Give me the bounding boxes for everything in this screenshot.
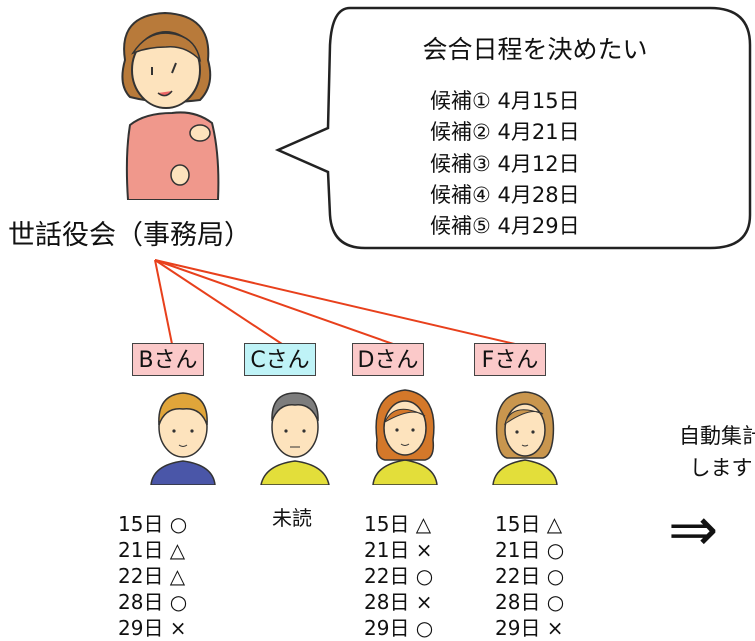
member-b-answer: 15日 ○ [118, 512, 188, 536]
secretariat-woman-illustration [121, 11, 220, 200]
member-f-answer: 15日 △ [495, 512, 563, 536]
member-d-avatar [372, 389, 438, 485]
member-f-answer: 22日 ○ [495, 564, 565, 588]
member-tag-b: Bさん [132, 343, 204, 376]
member-tag-d: Dさん [352, 343, 424, 376]
member-c-avatar [260, 392, 330, 485]
right-arrow-icon: ⇒ [668, 495, 719, 565]
candidate-1: 候補① 4月15日 [430, 89, 580, 113]
bubble-title: 会合日程を決めたい [422, 35, 648, 64]
member-d-answer: 21日 × [364, 538, 433, 562]
aggregate-caption: 自動集計 します [676, 420, 755, 484]
member-tag-c: Cさん [244, 343, 316, 376]
member-f-avatar [492, 391, 558, 485]
aggregate-line-1: 自動集計 [679, 424, 755, 448]
member-tag-f: Fさん [474, 343, 546, 376]
member-d-answer: 29日 ○ [364, 616, 434, 640]
member-f-answer: 21日 ○ [495, 538, 565, 562]
member-b-avatar [150, 392, 216, 485]
candidate-2: 候補② 4月21日 [430, 120, 580, 144]
member-f-answer: 28日 ○ [495, 590, 565, 614]
candidate-4: 候補④ 4月28日 [430, 183, 580, 207]
member-d-answer: 15日 △ [364, 512, 432, 536]
member-b-answer: 21日 △ [118, 538, 186, 562]
connector-line-c [154, 259, 283, 345]
connector-line-d [154, 259, 394, 345]
member-d-answer: 22日 ○ [364, 564, 434, 588]
aggregate-line-2: します [689, 456, 753, 480]
member-b-answer: 22日 △ [118, 564, 186, 588]
member-d-answer: 28日 × [364, 590, 433, 614]
speech-bubble [274, 6, 752, 250]
secretariat-label: 世話役会（事務局） [8, 220, 251, 251]
candidate-3: 候補③ 4月12日 [430, 152, 580, 176]
candidate-5: 候補⑤ 4月29日 [430, 214, 580, 238]
member-b-answer: 29日 × [118, 616, 187, 640]
member-c-status: 未読 [272, 506, 312, 530]
member-b-answer: 28日 ○ [118, 590, 188, 614]
connector-line-f [154, 259, 516, 345]
connector-line-b [154, 259, 173, 345]
member-f-answer: 29日 × [495, 616, 564, 640]
